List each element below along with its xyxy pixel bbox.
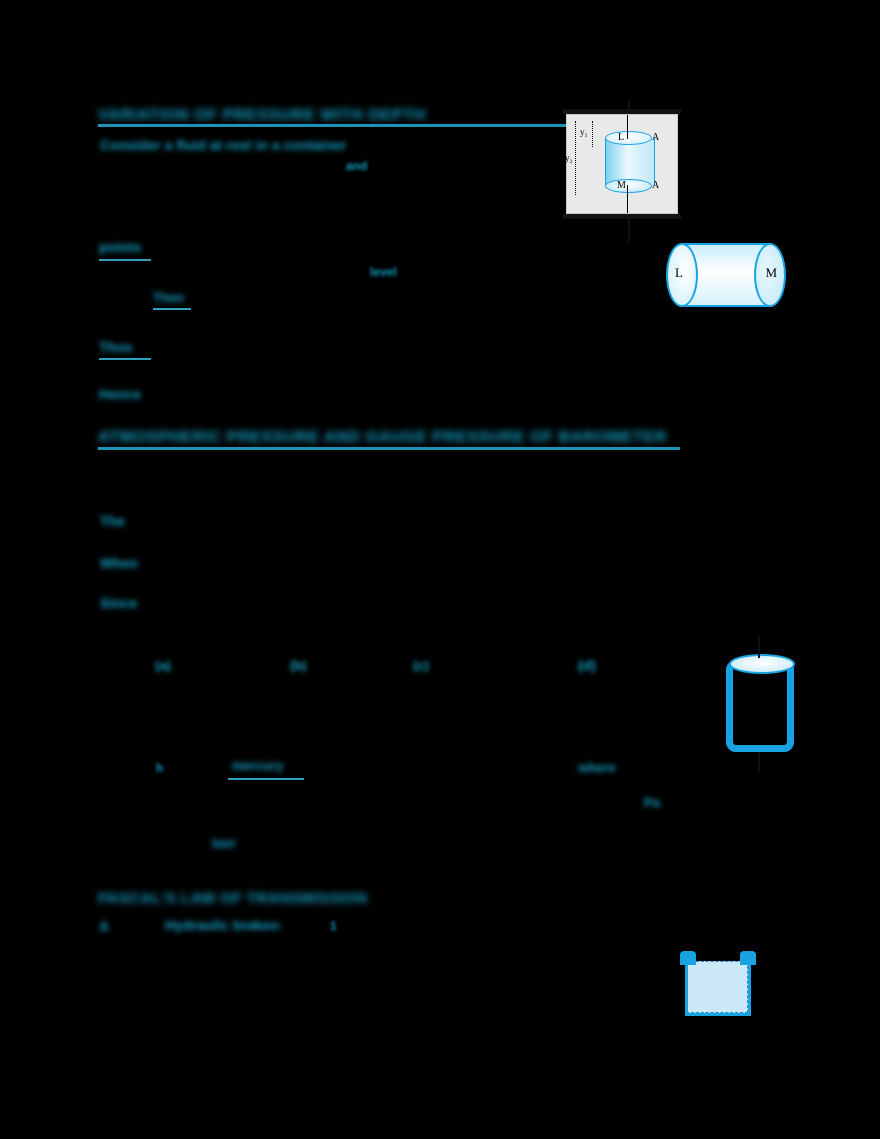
section-2-trailing-5: torr (212, 835, 237, 851)
tank-liquid (686, 961, 748, 1013)
section-2-trailing-3: where (578, 760, 616, 775)
section-1-item-6: Thus (99, 339, 133, 355)
section-3-item-1: A (99, 918, 110, 934)
cylinder-top-face (605, 131, 652, 145)
tube-shell (726, 660, 794, 752)
horizontal-cylinder-left-cap (666, 243, 698, 307)
section-2-item-3: Since (100, 595, 138, 611)
section-2-item-1: The (100, 513, 125, 529)
section-3-heading: PASCAL'S LAW OF TRANSMISSION (98, 890, 368, 907)
liquid-right-edge (748, 961, 751, 1015)
liquid-left-edge (685, 961, 688, 1015)
point-L-label: L (675, 265, 683, 280)
section-3-item-3: 1 (330, 919, 337, 933)
left-piston (680, 951, 696, 965)
option-a[interactable]: (a) (155, 658, 171, 673)
section-3-item-2: Hydraulic brakes: (165, 917, 283, 933)
point-M-label: M (765, 265, 777, 280)
section-1-item-3: points (99, 239, 141, 255)
liquid-base-edge (685, 1013, 751, 1016)
section-1-heading-rule (98, 124, 588, 127)
right-piston (740, 951, 756, 965)
figure-vertical-tube (726, 636, 795, 772)
option-c[interactable]: (c) (413, 658, 429, 673)
immersed-cylinder: L M A A (605, 115, 659, 213)
point-M-label: M (617, 180, 626, 191)
cylinder-body (605, 137, 655, 185)
tube-top-cap (729, 654, 795, 674)
section-2-trailing-1: h (156, 761, 164, 775)
horizontal-cylinder-right-cap (754, 243, 786, 307)
section-1-item-4: level (370, 265, 397, 279)
section-1-item-5-underline (153, 308, 191, 310)
y1-label: y₁ (580, 127, 588, 137)
y2-label: y₂ (565, 153, 573, 163)
section-1-item-7: Hence (99, 386, 142, 402)
vessel-bottom-wall (563, 214, 681, 219)
section-2-item-2: When (100, 555, 139, 571)
section-2-trailing-2-underline (228, 778, 304, 780)
section-1-item-2: and (346, 159, 368, 173)
section-1-heading: VARIATION OF PRESSURE WITH DEPTH (98, 107, 426, 124)
section-1-item-6-underline (99, 358, 151, 360)
section-1-item-3-underline (99, 259, 151, 261)
figure-horizontal-cylinder: L M (666, 243, 786, 307)
section-1-item-1: Consider a fluid at rest in a container (100, 137, 347, 153)
cylinder-bottom-face (605, 179, 652, 193)
vessel-top-wall (563, 109, 681, 114)
tank-walls (672, 903, 764, 1021)
tube-bottom-arrow (758, 752, 760, 772)
option-d[interactable]: (d) (578, 657, 596, 673)
y1-dimension-line (592, 121, 593, 147)
area-bottom-label: A (652, 180, 660, 191)
y2-dimension-line (575, 121, 576, 195)
area-top-label: A (652, 132, 660, 143)
downward-force-arrow (627, 115, 628, 139)
section-2-trailing-4: Pa (644, 795, 660, 810)
figure-tank-with-liquid (672, 903, 764, 1021)
tube-top-arrow (758, 636, 760, 658)
figure-1-to-2-connector (628, 216, 630, 242)
section-2-heading: ATMOSPHERIC PRESSURE AND GAUGE PRESSURE … (98, 429, 668, 446)
section-2-trailing-2: mercury (232, 758, 284, 773)
fluid-vessel: y₁ y₂ L M A A (563, 109, 681, 219)
upward-force-arrow (627, 185, 628, 213)
section-1-item-5: Then (153, 290, 185, 305)
section-2-heading-rule (98, 447, 680, 450)
point-L-label: L (618, 132, 625, 143)
option-b[interactable]: (b) (290, 658, 307, 673)
